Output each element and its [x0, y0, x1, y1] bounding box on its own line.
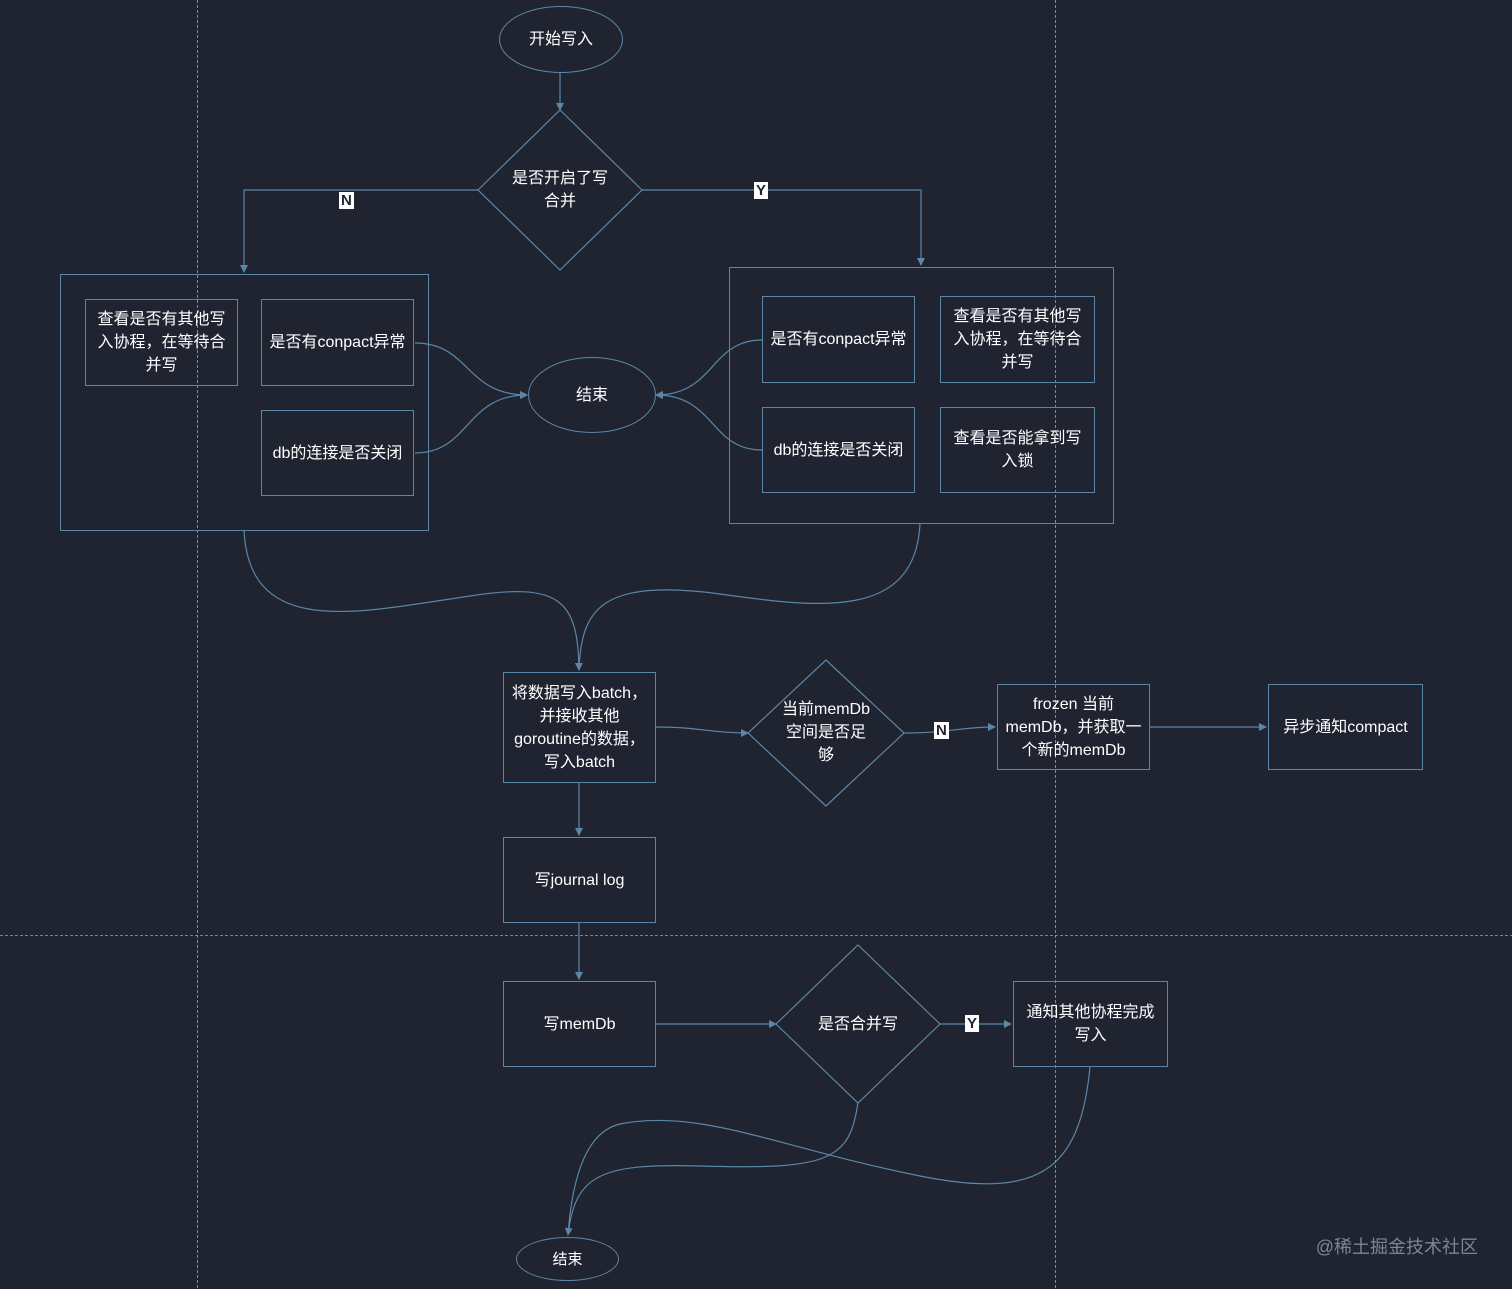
left-wait-check: 查看是否有其他写 入协程，在等待合 并写 [85, 299, 238, 386]
right-db-closed-check: db的连接是否关闭 [762, 407, 915, 493]
edge-label-merge-no: N [339, 192, 354, 209]
edge-label-space-no: N [934, 722, 949, 739]
edge-decision-yes [642, 189, 925, 266]
write-memdb-step: 写memDb [503, 981, 656, 1067]
left-compact-check: 是否有conpact异常 [261, 299, 414, 386]
notify-others-step: 通知其他协程完成 写入 [1013, 981, 1168, 1067]
edge-label-merge-yes: Y [754, 182, 769, 199]
edge-batch-to-space [655, 726, 749, 737]
edge-label-merge-write-yes: Y [965, 1015, 980, 1032]
edge-notify-to-end [567, 1066, 1091, 1236]
write-batch-step: 将数据写入batch， 并接收其他 goroutine的数据， 写入batch [503, 672, 656, 783]
right-wait-check: 查看是否有其他写 入协程，在等待合 并写 [940, 296, 1095, 383]
edge-left-compact-to-end [414, 342, 528, 399]
right-compact-check: 是否有conpact异常 [762, 296, 915, 383]
edge-space-no [903, 723, 996, 734]
decision-diamond-merge-enabled [477, 109, 643, 271]
merge-decision-text: 是否开启了写 合并 [511, 170, 608, 210]
edge-decision-no [240, 189, 478, 273]
async-compact-step: 异步通知compact [1268, 684, 1423, 770]
decision-diamond-memdb-space [747, 659, 905, 807]
left-db-closed-check: db的连接是否关闭 [261, 410, 414, 496]
left-check-group [60, 274, 429, 531]
edge-right-closed-to-end [655, 391, 763, 451]
frozen-memdb-step: frozen 当前 memDb，并获取一 个新的memDb [997, 684, 1150, 770]
merge-write-decision-text: 是否合并写 [817, 1015, 898, 1033]
edge-right-compact-to-end [655, 339, 763, 399]
edge-left-group-to-batch [243, 530, 583, 671]
memdb-space-decision-text: 当前memDb 空间是否足 够 [781, 701, 870, 764]
right-lock-check: 查看是否能拿到写 入锁 [940, 407, 1095, 493]
end-node-bottom: 结束 [516, 1237, 619, 1281]
decision-diamond-merge-write [775, 944, 941, 1104]
start-node: 开始写入 [499, 6, 623, 73]
edge-merge-to-end [564, 1101, 859, 1236]
edge-right-group-to-batch [578, 523, 921, 669]
edge-left-closed-to-end [414, 391, 528, 454]
right-check-group [729, 267, 1114, 524]
write-journal-step: 写journal log [503, 837, 656, 923]
watermark-text: @稀土掘金技术社区 [1315, 1237, 1478, 1257]
end-node-middle: 结束 [528, 357, 656, 433]
